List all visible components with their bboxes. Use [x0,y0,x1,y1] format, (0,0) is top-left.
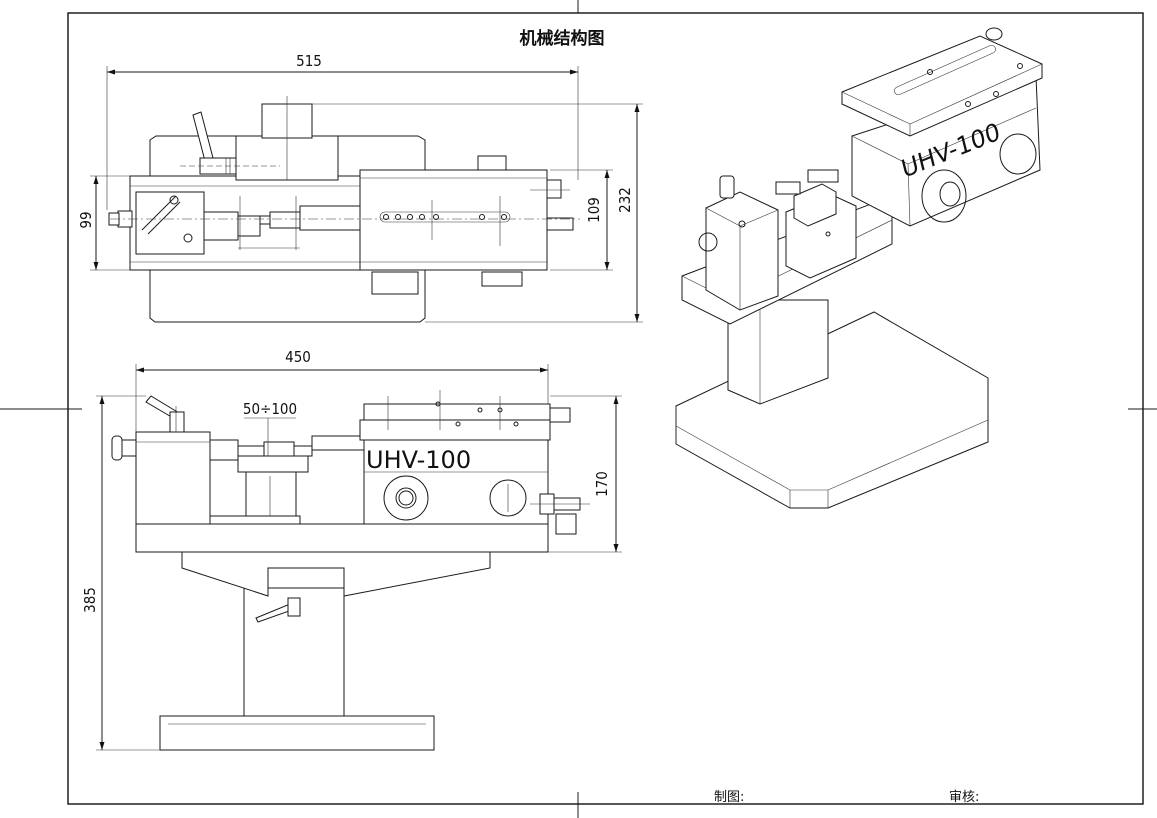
drawing-title: 机械结构图 [520,28,605,49]
isometric-view: UHV-100 [675,27,1043,509]
dim-front-width: 450 [285,348,311,366]
dim-front-total-height: 385 [81,587,99,613]
front-view: UHV-100 450 50÷100 [81,348,622,751]
drawn-by-label: 制图: [714,790,744,805]
model-label-front: UHV-100 [366,446,471,474]
dim-front-right-height: 170 [593,471,611,497]
dim-front-range: 50÷100 [243,400,297,418]
dim-top-total-height: 232 [616,187,634,213]
top-view: 515 99 109 232 [77,52,643,323]
checked-by-label: 审核: [949,790,979,805]
dim-top-left-height: 99 [77,211,95,228]
dim-top-width: 515 [296,52,322,70]
dim-top-inner-height: 109 [585,197,603,223]
